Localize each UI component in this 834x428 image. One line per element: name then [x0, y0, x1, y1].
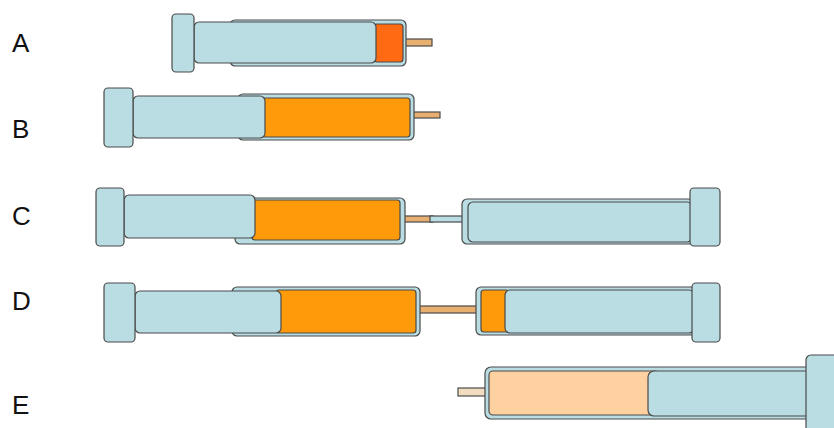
panel-letter: C [12, 203, 31, 229]
syringe-c [96, 188, 720, 246]
panel-letter: D [12, 288, 31, 314]
panel-letter: A [12, 30, 29, 56]
panel-letter: B [12, 116, 29, 142]
panel-letter: E [12, 392, 29, 418]
syringe-d [104, 283, 720, 342]
syringe-e [458, 355, 834, 428]
syringe-b [104, 88, 440, 147]
syringe-a [172, 14, 432, 72]
